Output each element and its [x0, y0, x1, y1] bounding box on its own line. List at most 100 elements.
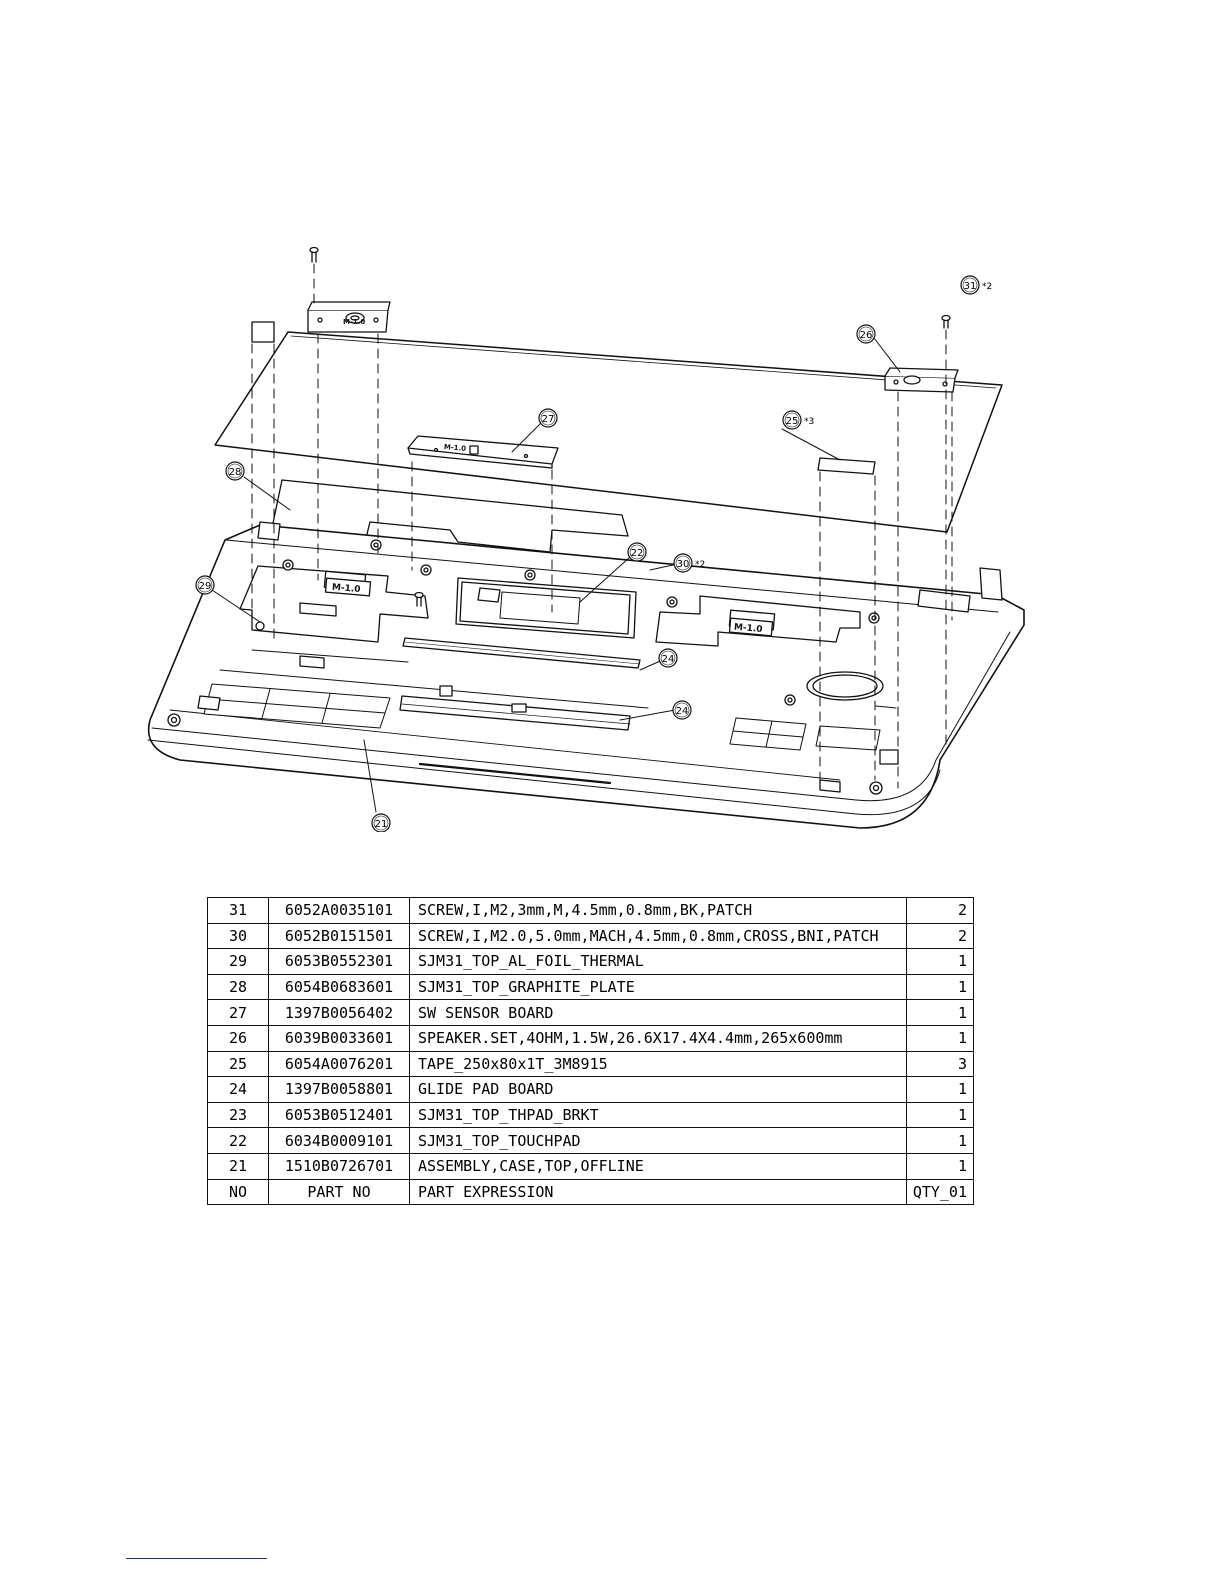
row-qty: 1 — [905, 948, 975, 975]
row-part-no: 6034B0009101 — [268, 1127, 410, 1154]
row-no: 27 — [207, 999, 269, 1026]
al-foil-thermal — [239, 565, 429, 643]
callout-24-label: 24 — [676, 706, 689, 717]
header-part-expression: PART EXPRESSION — [409, 1178, 907, 1206]
row-description: SCREW,I,M2.0,5.0mm,MACH,4.5mm,0.8mm,CROS… — [409, 922, 907, 950]
row-qty: 2 — [905, 897, 975, 924]
callout-22: 22 — [627, 542, 647, 562]
row-no: 21 — [207, 1152, 269, 1180]
row-description: SJM31_TOP_THPAD_BRKT — [409, 1101, 907, 1129]
row-qty: 1 — [905, 1076, 975, 1103]
svg-text:28: 28 — [229, 467, 242, 478]
row-part-no: 1510B0726701 — [268, 1152, 410, 1180]
row-no: 31 — [207, 897, 269, 924]
row-no: 26 — [207, 1024, 269, 1052]
svg-text:22: 22 — [631, 548, 644, 559]
row-qty: 1 — [905, 973, 975, 1001]
board-mark-3: M-1.0 — [343, 318, 365, 326]
screw-top-left — [309, 246, 319, 263]
row-part-no: 1397B0058801 — [268, 1076, 410, 1103]
row-part-no: 6053B0512401 — [268, 1101, 410, 1129]
svg-text:*2: *2 — [695, 560, 705, 570]
row-description: SW SENSOR BOARD — [409, 999, 907, 1026]
row-part-no: 6054B0683601 — [268, 973, 410, 1001]
svg-text:26: 26 — [860, 330, 873, 341]
glide-pad-board — [399, 685, 631, 731]
sw-sensor-board — [407, 435, 559, 469]
row-description: ASSEMBLY,CASE,TOP,OFFLINE — [409, 1152, 907, 1180]
svg-text:24: 24 — [662, 654, 675, 665]
row-part-no: 6052A0035101 — [268, 897, 410, 924]
footer-rule — [126, 1558, 267, 1559]
callout-24: 24 24 — [672, 700, 692, 720]
header-qty: QTY_01 — [905, 1178, 975, 1206]
svg-text:29: 29 — [199, 581, 212, 592]
svg-text:21: 21 — [375, 819, 388, 830]
row-no: 22 — [207, 1127, 269, 1154]
row-no: 28 — [207, 973, 269, 1001]
screw-top-right — [941, 314, 951, 329]
row-part-no: 1397B0056402 — [268, 999, 410, 1026]
callout-21: 21 — [371, 813, 391, 832]
palm-rest-grid-left — [203, 683, 391, 729]
row-description: GLIDE PAD BOARD — [409, 1076, 907, 1103]
row-qty: 1 — [905, 1101, 975, 1129]
row-part-no: 6054A0076201 — [268, 1050, 410, 1078]
callout-28: 28 — [225, 461, 245, 481]
callout-27: 27 — [538, 408, 558, 428]
callout-25: 25 *3 — [782, 410, 814, 430]
svg-text:*2: *2 — [982, 282, 992, 292]
svg-text:30: 30 — [677, 559, 690, 570]
header-part-no: PART NO — [268, 1178, 410, 1206]
row-qty: 1 — [905, 1127, 975, 1154]
row-description: SPEAKER.SET,4OHM,1.5W,26.6X17.4X4.4mm,26… — [409, 1024, 907, 1052]
board-mark-1: M-1.0 — [331, 583, 360, 595]
callout-29: 29 — [195, 575, 215, 595]
svg-text:*3: *3 — [804, 417, 814, 427]
row-qty: 2 — [905, 922, 975, 950]
graphite-sheet-outline — [214, 331, 1003, 533]
row-part-no: 6039B0033601 — [268, 1024, 410, 1052]
row-qty: 3 — [905, 1050, 975, 1078]
touchpad — [455, 577, 637, 639]
row-no: 23 — [207, 1101, 269, 1129]
svg-text:25: 25 — [786, 416, 799, 427]
board-mark-2: M-1.0 — [733, 623, 762, 635]
screw-30 — [414, 591, 424, 607]
row-qty: 1 — [905, 999, 975, 1026]
row-no: 25 — [207, 1050, 269, 1078]
callout-23: 24 — [658, 648, 678, 668]
tape-piece-right — [817, 457, 876, 475]
palm-rest-grid-right — [729, 717, 881, 751]
tape-piece-left — [251, 321, 275, 343]
row-no: 30 — [207, 922, 269, 950]
callout-26: 26 — [856, 324, 876, 344]
row-no: 29 — [207, 948, 269, 975]
exploded-view-drawing: M-1.0 M-1.0 M-1.0 M-1.0 31 *2 26 27 25 *… — [140, 240, 1034, 832]
row-description: SCREW,I,M2,3mm,M,4.5mm,0.8mm,BK,PATCH — [409, 897, 907, 924]
parts-table-header-row: NO PART NO PART EXPRESSION QTY_01 — [207, 1178, 975, 1206]
row-description: SJM31_TOP_AL_FOIL_THERMAL — [409, 948, 907, 975]
row-qty: 1 — [905, 1152, 975, 1180]
row-part-no: 6052B0151501 — [268, 922, 410, 950]
svg-text:31: 31 — [964, 281, 977, 292]
row-part-no: 6053B0552301 — [268, 948, 410, 975]
header-no: NO — [207, 1178, 269, 1206]
speaker-left — [307, 301, 391, 333]
speaker-vent — [806, 671, 884, 701]
callout-30: 30 *2 — [673, 553, 705, 573]
row-description: SJM31_TOP_TOUCHPAD — [409, 1127, 907, 1154]
svg-text:27: 27 — [542, 414, 555, 425]
row-qty: 1 — [905, 1024, 975, 1052]
